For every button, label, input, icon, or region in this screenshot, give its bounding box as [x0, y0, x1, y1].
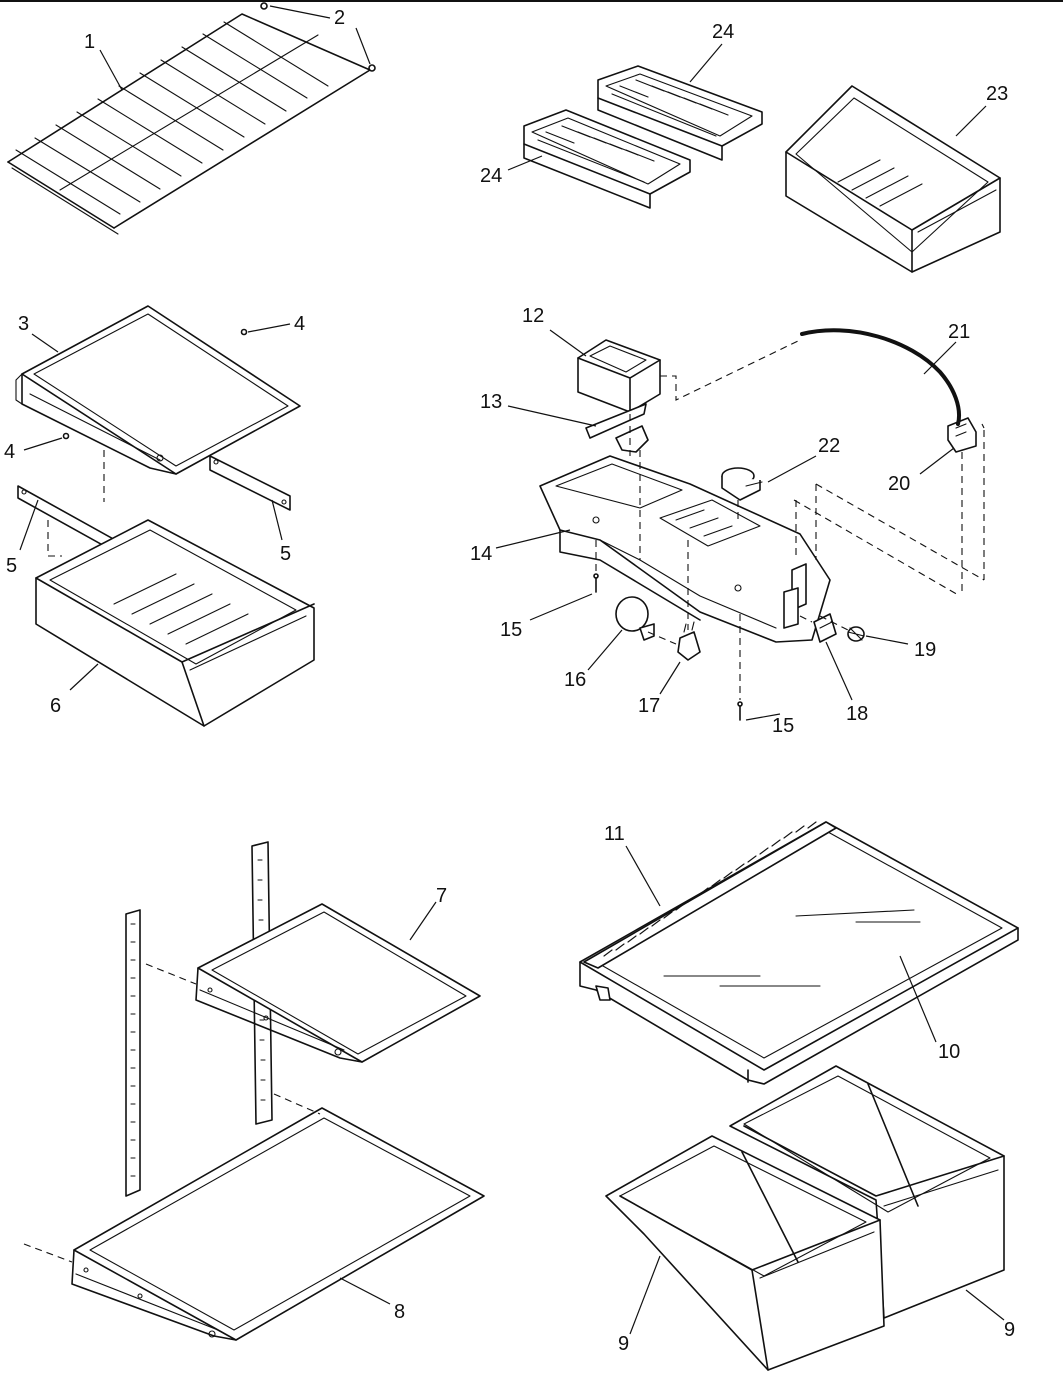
- callout-8: 8: [394, 1301, 405, 1323]
- callout-15-left: 15: [500, 619, 522, 641]
- shelf-rail-right: [209, 455, 291, 511]
- switch-18: [813, 613, 837, 643]
- callout-24-lower: 24: [480, 165, 502, 187]
- baffle-13: [585, 403, 649, 453]
- callout-10: 10: [938, 1041, 960, 1063]
- callout-24-upper: 24: [712, 21, 734, 43]
- callout-15-right: 15: [772, 715, 794, 737]
- control-housing-14: [539, 455, 831, 643]
- deli-pan: [785, 85, 1001, 273]
- callout-4-lower: 4: [4, 441, 15, 463]
- power-cord-21: [800, 328, 961, 426]
- callout-4-upper: 4: [294, 313, 305, 335]
- ice-tray-lower: [523, 109, 691, 209]
- screws-4: [62, 328, 248, 440]
- callout-7: 7: [436, 885, 447, 907]
- crisper-pan-9-left: [605, 1135, 885, 1371]
- light-bulb-16: [615, 596, 655, 641]
- glass-shelf-7: [195, 903, 481, 1063]
- callout-9-left: 9: [618, 1333, 629, 1355]
- callout-16: 16: [564, 669, 586, 691]
- callout-9-right: 9: [1004, 1319, 1015, 1341]
- callout-17: 17: [638, 695, 660, 717]
- callout-12: 12: [522, 305, 544, 327]
- wire-shelf: [7, 13, 371, 235]
- callout-18: 18: [846, 703, 868, 725]
- callout-21: 21: [948, 321, 970, 343]
- connector-20: [947, 417, 977, 453]
- crisper-pan-left: [35, 519, 315, 727]
- shelf-pins: [260, 2, 376, 72]
- glass-shelf-8: [71, 1107, 485, 1341]
- callout-3: 3: [18, 313, 29, 335]
- screw-15-right: [737, 701, 743, 721]
- callout-20: 20: [888, 473, 910, 495]
- callout-23: 23: [986, 83, 1008, 105]
- callout-5-right: 5: [280, 543, 291, 565]
- callout-14: 14: [470, 543, 492, 565]
- assembly-guide-lines: [595, 339, 985, 700]
- callout-1: 1: [84, 31, 95, 53]
- callout-22: 22: [818, 435, 840, 457]
- callout-19: 19: [914, 639, 936, 661]
- callout-2: 2: [334, 7, 345, 29]
- knob-19: [847, 626, 865, 642]
- callout-labels: 1 2 24 24 23 3 4 4 5 5 6 12 13 14 15 16 …: [4, 7, 1015, 1355]
- thermostat-22: [721, 467, 763, 501]
- callout-11: 11: [604, 823, 625, 845]
- ice-tray-upper: [597, 65, 763, 161]
- light-shield-12: [577, 339, 661, 413]
- callout-6: 6: [50, 695, 61, 717]
- crisper-pan-9-right: [729, 1065, 1005, 1319]
- callout-13: 13: [480, 391, 502, 413]
- crisper-cover-frame-11: [583, 821, 837, 969]
- shelf-standard-front: [125, 909, 141, 1197]
- lamp-socket-17: [677, 621, 701, 661]
- screw-15-left: [593, 573, 599, 593]
- glass-shelf-upper: [15, 305, 301, 475]
- leader-lines: [19, 5, 1005, 1335]
- callout-5-left: 5: [6, 555, 17, 577]
